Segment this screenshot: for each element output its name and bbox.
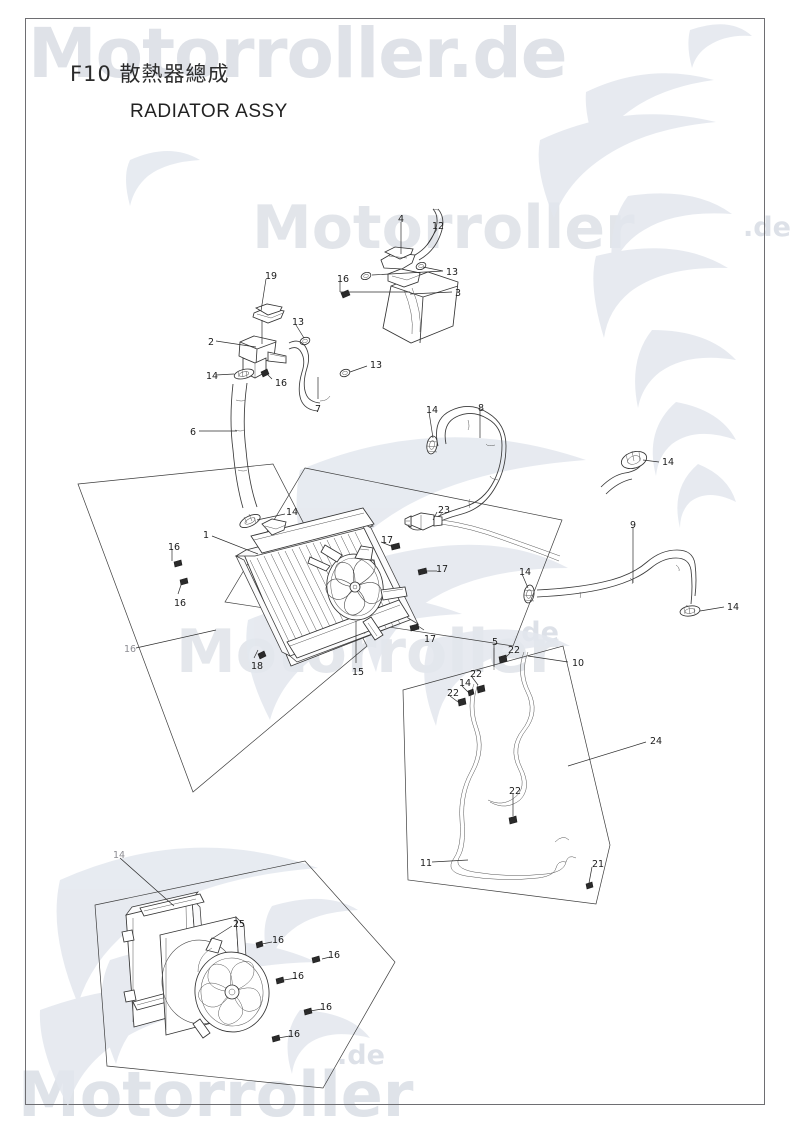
callout-number: 16 xyxy=(292,971,305,982)
callout-number: 21 xyxy=(592,859,605,870)
callout-number: 7 xyxy=(315,404,322,415)
callout-number: 17 xyxy=(381,535,394,546)
callout-number: 16 xyxy=(272,935,285,946)
callout-number: 16 xyxy=(337,274,350,285)
part-water-hose-lower xyxy=(523,549,701,617)
detail-view-assembly xyxy=(121,891,321,1043)
part-cooling-fan xyxy=(307,542,428,641)
callout-number: 11 xyxy=(420,858,433,869)
callout-number: 17 xyxy=(436,564,449,575)
callout-number: 15 xyxy=(352,667,365,678)
callout-number: 1 xyxy=(203,530,210,541)
callout-number: 14 xyxy=(459,678,472,689)
callout-number: 12 xyxy=(432,221,445,232)
callout-number: 10 xyxy=(572,658,585,669)
callout-number: 23 xyxy=(438,505,451,516)
callout-number: 25 xyxy=(233,919,246,930)
part-thermo-switch xyxy=(404,512,561,562)
callout-number: 14 xyxy=(426,405,439,416)
callout-number: 13 xyxy=(292,317,305,328)
callout-number: 22 xyxy=(447,688,460,699)
reference-panels xyxy=(77,463,611,1089)
part-overflow-hose xyxy=(288,340,351,412)
part-thermostat-group xyxy=(233,303,311,380)
callout-number: 18 xyxy=(251,661,264,672)
callout-number: 13 xyxy=(370,360,383,371)
callout-number: 16 xyxy=(328,950,341,961)
callout-number: 9 xyxy=(630,520,637,531)
callout-number: 8 xyxy=(478,403,485,414)
callout-number: 16 xyxy=(288,1029,301,1040)
part-coolant-reservoir-group xyxy=(340,208,459,344)
callout-number: 16 xyxy=(174,598,187,609)
part-upper-radiator-hose xyxy=(230,382,261,529)
page-title-en: RADIATOR ASSY xyxy=(130,101,288,122)
callout-number: 14 xyxy=(662,457,675,468)
callout-number: 2 xyxy=(208,337,215,348)
callout-number: 16 xyxy=(275,378,288,389)
callout-number: 13 xyxy=(446,267,459,278)
callout-number: 14 xyxy=(727,602,740,613)
callout-number: 6 xyxy=(190,427,197,438)
leader-lines xyxy=(119,222,725,1039)
callout-number: 16 xyxy=(168,542,181,553)
part-pipe-assembly xyxy=(450,648,594,890)
callout-number: 24 xyxy=(650,736,663,747)
drawing-frame xyxy=(25,18,765,1105)
callout-number: 3 xyxy=(455,288,462,299)
callout-number: 16 xyxy=(124,644,137,655)
callout-number: 17 xyxy=(424,634,437,645)
callout-number: 14 xyxy=(206,371,219,382)
callout-number: 14 xyxy=(113,850,126,861)
callout-number: 4 xyxy=(398,214,405,225)
callout-number: 14 xyxy=(286,507,299,518)
callout-number: 19 xyxy=(265,271,278,282)
callout-number: 22 xyxy=(470,669,483,680)
callout-number: 16 xyxy=(320,1002,333,1013)
callout-number: 22 xyxy=(509,786,522,797)
page-title-cn: F10 散熱器總成 xyxy=(70,62,230,86)
callout-number: 5 xyxy=(492,637,499,648)
callout-number: 14 xyxy=(519,567,532,578)
callout-number: 22 xyxy=(508,645,521,656)
